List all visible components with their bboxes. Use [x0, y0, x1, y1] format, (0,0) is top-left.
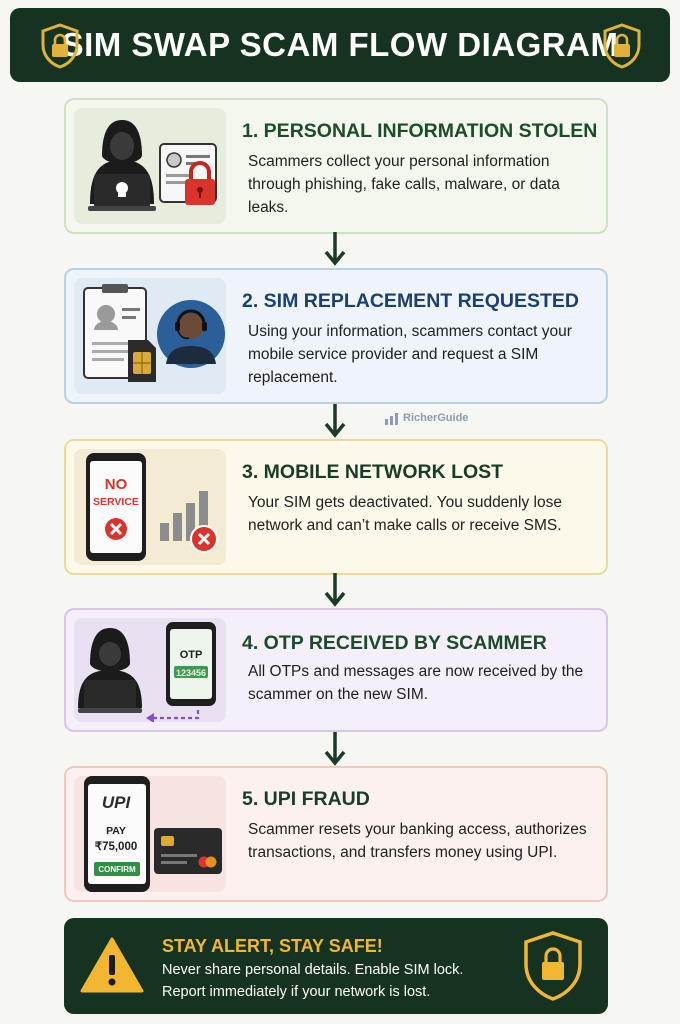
alert-line-1: Never share personal details. Enable SIM…: [162, 962, 464, 978]
step-5-heading: 5. UPI FRAUD: [242, 788, 370, 810]
down-arrow-icon: [324, 732, 346, 766]
step-1-description: Scammers collect your personal informati…: [248, 153, 560, 216]
step-1-heading: 1. PERSONAL INFORMATION STOLEN: [242, 120, 598, 142]
watermark: RicherGuide: [384, 411, 468, 425]
step-4-card: OTP 123456 4. OTP RECEIVED BY SCAMMER Al…: [64, 608, 608, 732]
support-agent-icon: [157, 300, 225, 368]
credit-card-icon: [154, 828, 222, 874]
no-text: NO: [105, 476, 128, 493]
down-arrow-icon: [324, 404, 346, 438]
step-5-card: UPI PAY ₹75,000 CONFIRM 5. UPI FRAUD Sca…: [64, 766, 608, 902]
step-4-description: All OTPs and messages are now received b…: [248, 663, 584, 703]
error-x-icon: [190, 525, 218, 553]
warning-icon: [80, 937, 144, 993]
step-2-illustration: [74, 278, 226, 394]
shield-lock-icon: [603, 23, 641, 69]
otp-value: 123456: [176, 668, 206, 678]
upi-brand: UPI: [102, 793, 132, 812]
alert-heading: STAY ALERT, STAY SAFE!: [162, 936, 383, 956]
safety-alert-banner: STAY ALERT, STAY SAFE! Never share perso…: [64, 918, 608, 1014]
step-3-heading: 3. MOBILE NETWORK LOST: [242, 461, 504, 483]
padlock-icon: [185, 161, 215, 205]
step-4-heading: 4. OTP RECEIVED BY SCAMMER: [242, 632, 547, 654]
alert-line-2: Report immediately if your network is lo…: [162, 984, 431, 1000]
confirm-label: CONFIRM: [98, 865, 136, 874]
title-banner: SIM SWAP SCAM FLOW DIAGRAM: [10, 8, 670, 82]
watermark-text: RicherGuide: [403, 412, 469, 424]
shield-lock-icon: [524, 931, 582, 1001]
phone-otp-icon: OTP 123456: [166, 622, 216, 706]
step-3-card: NO SERVICE 3. MOBILE NETWORK LOST Your S…: [64, 439, 608, 575]
dashed-arrow-icon: [146, 710, 200, 723]
down-arrow-icon: [324, 232, 346, 266]
step-3-illustration: NO SERVICE: [74, 449, 226, 565]
hacker-laptop-icon: [78, 628, 142, 713]
step-5-description: Scammer resets your banking access, auth…: [248, 821, 587, 861]
sim-card-icon: [128, 340, 156, 382]
signal-bars-icon: [160, 491, 208, 541]
step-2-description: Using your information, scammers contact…: [248, 323, 572, 386]
pay-label: PAY: [106, 825, 126, 837]
page-title: SIM SWAP SCAM FLOW DIAGRAM: [61, 26, 619, 63]
down-arrow-icon: [324, 573, 346, 607]
phone-upi-icon: UPI PAY ₹75,000 CONFIRM: [84, 776, 150, 892]
otp-label: OTP: [180, 649, 203, 661]
service-text: SERVICE: [93, 496, 139, 508]
pay-amount: ₹75,000: [95, 841, 138, 853]
step-2-heading: 2. SIM REPLACEMENT REQUESTED: [242, 290, 579, 312]
laptop-skull-icon: [88, 174, 156, 211]
chart-logo-icon: [385, 413, 398, 425]
shield-lock-icon: [41, 23, 79, 69]
step-1-illustration: [74, 108, 226, 224]
step-4-illustration: OTP 123456: [74, 618, 226, 723]
step-1-card: 1. PERSONAL INFORMATION STOLEN Scammers …: [64, 98, 608, 234]
step-3-description: Your SIM gets deactivated. You suddenly …: [248, 494, 562, 534]
step-2-card: 2. SIM REPLACEMENT REQUESTED Using your …: [64, 268, 608, 404]
step-5-illustration: UPI PAY ₹75,000 CONFIRM: [74, 776, 226, 892]
phone-no-service-icon: NO SERVICE: [86, 453, 146, 561]
